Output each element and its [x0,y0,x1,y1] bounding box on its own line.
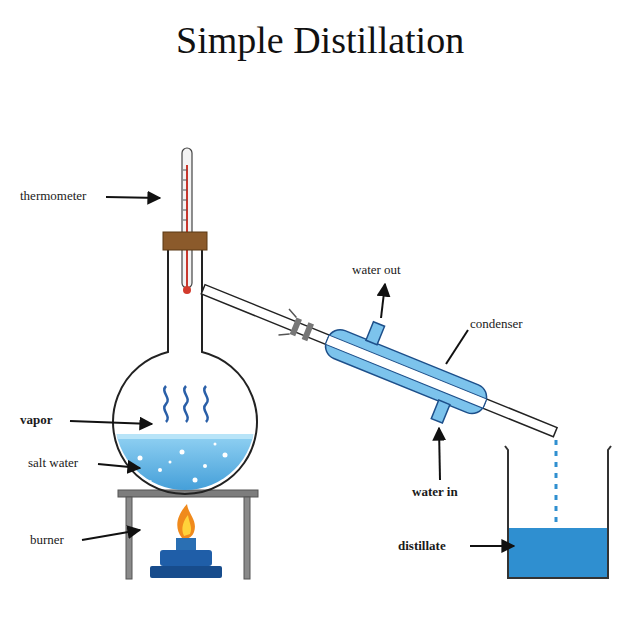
condenser-assembly [190,258,568,464]
part-label: water out [352,262,401,278]
diagram-title: Simple Distillation [176,18,464,62]
burner-symbol [150,504,222,578]
part-label: thermometer [20,188,86,204]
part-label: vapor [20,412,53,428]
tripod-stand [118,490,258,579]
part-label: condenser [470,316,523,332]
part-label: distillate [398,538,446,554]
beaker [505,440,611,578]
part-label: water in [412,484,458,500]
leader-lines [70,197,514,546]
part-label: burner [30,532,64,548]
part-label: salt water [28,455,78,471]
thermometer-symbol [163,148,207,294]
